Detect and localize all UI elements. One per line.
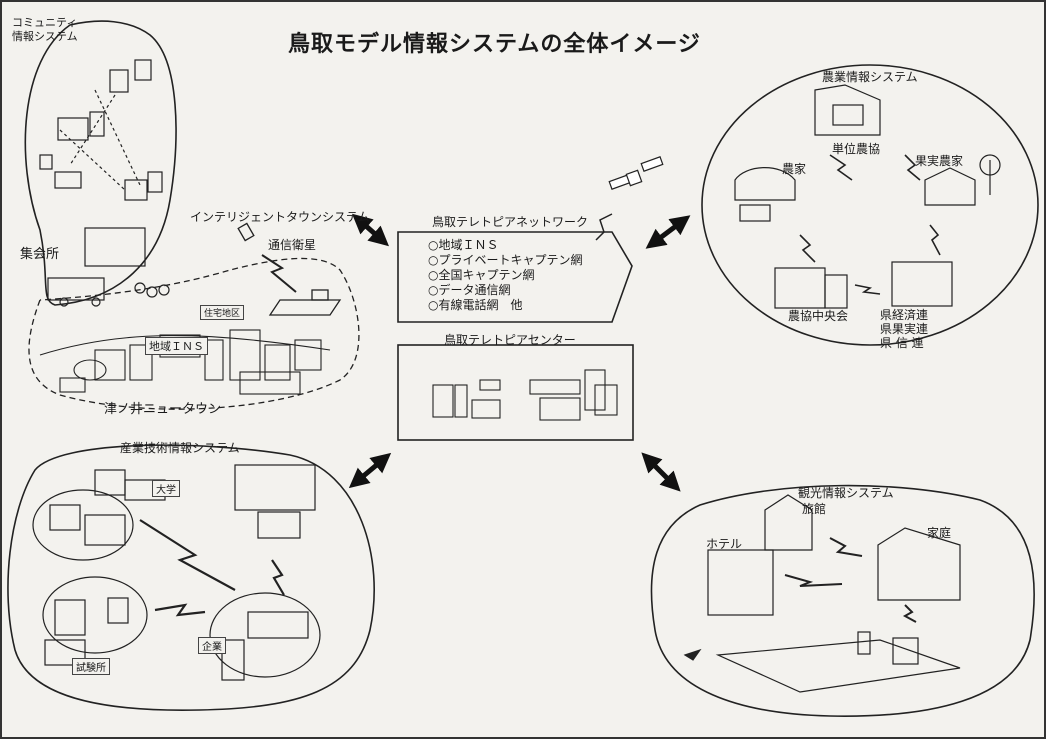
satellite-label: 通信衛星 [268, 238, 317, 252]
tourism-label: 観光情報システム [798, 486, 894, 500]
university-tag: 大学 [152, 480, 180, 497]
community-label-line1: コミュニティ [12, 16, 78, 29]
town-name-label: 津ノ井ニュータウン [104, 402, 222, 417]
community-region-outline [24, 20, 177, 306]
arrow-center-tourism [641, 452, 681, 492]
industry-label: 産業技術情報システム [120, 441, 240, 455]
home-label: 家庭 [927, 526, 952, 540]
unit-coop-label: 単位農協 [832, 142, 881, 156]
network-box [397, 231, 633, 323]
satellite-sketch [595, 156, 664, 241]
connection-arrows [348, 213, 691, 492]
farmer-label: 農家 [782, 162, 807, 176]
arrow-community-network [351, 213, 390, 247]
meeting-hall-label: 集会所 [20, 247, 60, 262]
diagram-title: 鳥取モデル情報システムの全体イメージ [288, 32, 701, 57]
lab-tag: 試験所 [72, 658, 110, 675]
arrow-network-agriculture [645, 215, 691, 249]
hotel-label: ホテル [706, 537, 743, 551]
central-coop-label: 農協中央会 [788, 309, 849, 323]
network-item: ○プライベートキャプテン網 [428, 253, 583, 267]
community-buildings-sketch [39, 59, 170, 307]
intelligent-town-label: インテリジェントタウンシステム [190, 210, 370, 224]
network-item: ○有線電話網 他 [428, 298, 523, 312]
fruit-farmer-label: 果実農家 [915, 154, 964, 168]
network-items: ○地域ＩＮＳ ○プライベートキャプテン網 ○全国キャプテン網 ○データ通信網 ○… [428, 238, 582, 313]
town-residential-tag: 住宅地区 [200, 305, 245, 320]
network-item: ○全国キャプテン網 [428, 268, 535, 282]
federation-3: 県 信 連 [880, 336, 924, 350]
town-dashed-outline [28, 257, 360, 410]
tourism-region-outline [650, 484, 1035, 717]
community-satellite-sketch [237, 222, 342, 316]
center-box [397, 344, 634, 441]
tourism-sketch [683, 494, 961, 693]
center-equipment-sketch [432, 369, 618, 421]
network-item: ○地域ＩＮＳ [428, 238, 499, 252]
community-label-line2: 情報システム [12, 30, 78, 43]
network-title: 鳥取テレトピアネットワーク [432, 215, 589, 229]
agriculture-label: 農業情報システム [822, 70, 918, 84]
agriculture-region-outline [701, 64, 1039, 346]
company-tag: 企業 [198, 637, 226, 654]
ryokan-label: 旅館 [802, 502, 827, 516]
network-item: ○データ通信網 [428, 283, 511, 297]
industry-region-outline [7, 444, 375, 712]
agriculture-sketch [734, 84, 1001, 309]
arrow-industry-center [348, 452, 392, 489]
industry-sketch [32, 464, 321, 681]
federation-2: 県果実連 [880, 322, 929, 336]
federation-1: 県経済連 [880, 308, 929, 322]
town-ins-tag: 地域ＩＮＳ [145, 337, 208, 355]
center-title: 鳥取テレトピアセンター [444, 333, 576, 347]
